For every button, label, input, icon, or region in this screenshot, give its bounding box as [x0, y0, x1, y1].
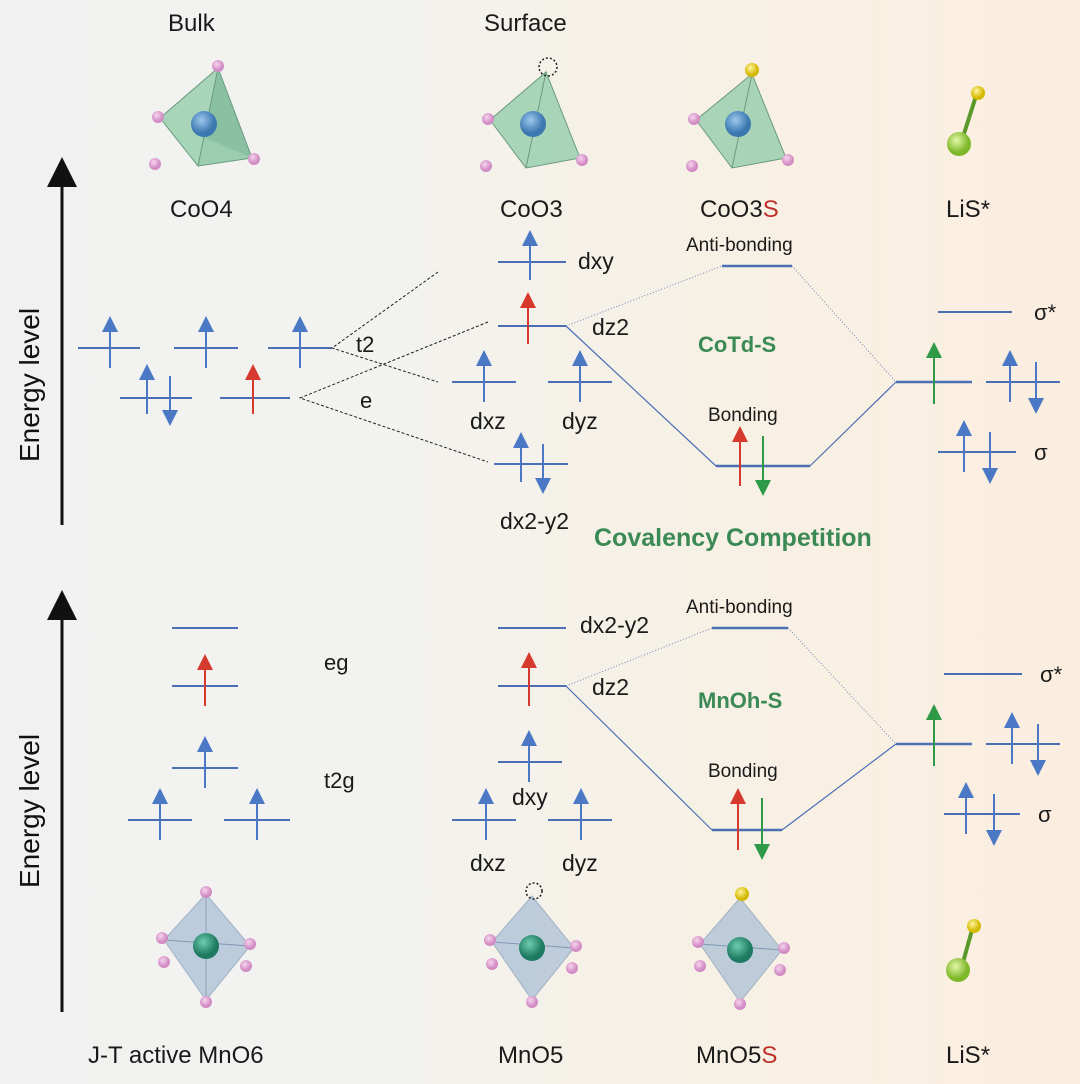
label-anti-bonding-top: Anti-bonding [686, 235, 793, 256]
header-bulk: Bulk [168, 10, 215, 37]
bottom-mo-spins [730, 704, 1046, 860]
label-covalency-competition: Covalency Competition [594, 524, 872, 552]
orbital-dz2-top: dz2 [592, 314, 630, 340]
coo4-spins [102, 316, 308, 426]
lis-molecule-icon-top [947, 86, 985, 156]
orbital-dxz-top: dxz [470, 408, 506, 434]
label-mno6: J-T active MnO6 [88, 1042, 264, 1069]
label-mno5: MnO5 [498, 1042, 564, 1069]
label-t2: t2 [356, 332, 375, 357]
label-sigma-star-bottom: σ* [1040, 662, 1063, 687]
label-bonding-top: Bonding [708, 405, 778, 426]
mno6-spins [152, 654, 265, 840]
orbital-dz2-bottom: dz2 [592, 674, 630, 700]
label-t2g: t2g [324, 768, 355, 793]
label-lis-bottom: LiS* [946, 1042, 991, 1069]
label-mno5s: MnO5S [696, 1042, 778, 1069]
label-sigma-top: σ [1034, 440, 1048, 465]
label-sigma-star-top: σ* [1034, 300, 1057, 325]
label-mnoh-s: MnOh-S [698, 688, 783, 713]
orbital-dxz-bottom: dxz [470, 850, 506, 876]
orbital-dxy-top: dxy [578, 248, 614, 274]
top-mo-spins [732, 342, 1044, 496]
orbital-dx2y2-top: dx2-y2 [500, 508, 570, 534]
splitting-dashed-lines-top [298, 271, 489, 463]
coo3-spins [476, 230, 588, 494]
label-coo3: CoO3 [500, 196, 563, 223]
orbital-dyz-top: dyz [562, 408, 598, 434]
coo3s-tetrahedron-icon [686, 63, 794, 172]
label-coo4: CoO4 [170, 196, 233, 223]
top-axis-label: Energy level [14, 307, 45, 462]
bottom-mo-lines [565, 626, 1060, 832]
coo3-tetrahedron-icon [480, 57, 588, 172]
mno6-levels [128, 627, 290, 821]
coo4-tetrahedron-icon [149, 60, 260, 170]
label-lis-top: LiS* [946, 196, 991, 223]
mno5s-octahedron-icon [692, 887, 790, 1010]
orbital-dxy-bottom: dxy [512, 784, 548, 810]
mno6-octahedron-icon [156, 886, 256, 1008]
label-eg: eg [324, 650, 349, 675]
orbital-dx2y2-bottom: dx2-y2 [580, 612, 650, 638]
label-anti-bonding-bottom: Anti-bonding [686, 597, 793, 618]
label-coo3s: CoO3S [700, 196, 779, 223]
lis-molecule-icon-bottom [946, 919, 981, 982]
label-bonding-bottom: Bonding [708, 761, 778, 782]
top-mo-lines [565, 264, 1060, 468]
label-cotd-s: CoTd-S [698, 332, 777, 357]
mno5-spins [478, 652, 589, 840]
mno5-octahedron-icon [484, 882, 582, 1008]
orbital-dyz-bottom: dyz [562, 850, 598, 876]
bottom-axis-label: Energy level [14, 733, 45, 888]
label-sigma-bottom: σ [1038, 802, 1052, 827]
label-e: e [360, 388, 373, 413]
header-surface: Surface [484, 10, 567, 37]
